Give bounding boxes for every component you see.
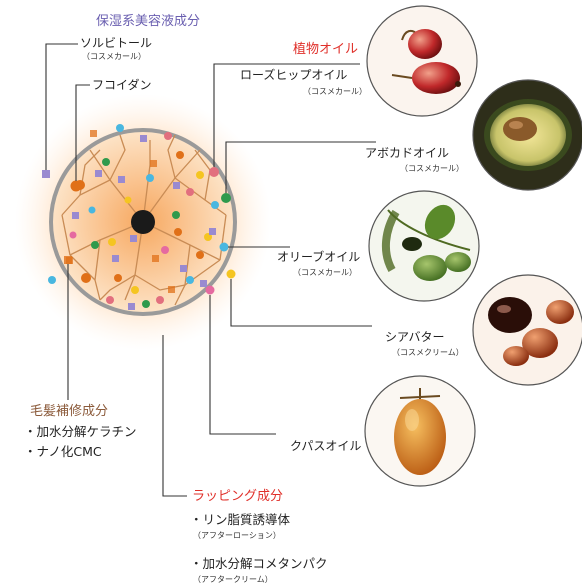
phospholipid-item: ・リン脂質誘導体: [190, 512, 291, 527]
cupuacu-label: クパスオイル: [290, 439, 362, 453]
hair-repair-heading: 毛髪補修成分: [30, 404, 109, 419]
cupuacu-photo: [364, 375, 476, 487]
sorbitol-marker: [42, 170, 50, 178]
rosehip-leader: [213, 63, 360, 167]
avocado-marker: [221, 193, 231, 203]
olive-photo: [368, 190, 480, 302]
fucoidan-label: フコイダン: [92, 78, 152, 92]
avocado-photo: [472, 79, 582, 191]
shea-leader: [230, 279, 372, 327]
avocado-note: （コスメカール）: [400, 164, 464, 173]
wrapping-leader: [162, 335, 187, 497]
nano-cmc-item: ・ナノ化CMC: [24, 444, 102, 459]
outer-particle: [48, 276, 56, 284]
wrapping-heading: ラッピング成分: [192, 489, 284, 504]
cupuacu-marker: [205, 285, 215, 295]
keratin-item: ・加水分解ケラチン: [24, 424, 137, 439]
fucoidan-leader: [75, 84, 90, 181]
rice-protein-note: （アフタークリーム）: [193, 575, 273, 584]
rice-protein-item: ・加水分解コメタンパク: [190, 556, 328, 571]
hair-cross-section: [15, 94, 271, 350]
olive-label: オリーブオイル: [277, 250, 361, 264]
ingredient-particles: [66, 124, 219, 310]
plant-oils-heading: 植物オイル: [293, 42, 359, 57]
phospholipid-note: （アフターローション）: [193, 531, 281, 540]
shea-marker: [226, 269, 236, 279]
shea-photo: [472, 274, 582, 386]
rosehip-marker: [209, 167, 219, 177]
olive-note: （コスメカール）: [293, 268, 357, 277]
shea-note: （コスメクリーム）: [392, 348, 464, 357]
rosehip-photo: [366, 5, 478, 117]
cupuacu-leader: [209, 295, 276, 435]
fucoidan-marker: [70, 180, 82, 192]
leader-lines: [45, 43, 376, 497]
medulla-core: [131, 210, 155, 234]
shea-label: シアバター: [385, 330, 445, 344]
moisturizing-heading: 保湿系美容液成分: [96, 14, 201, 29]
sorbitol-note: （コスメカール）: [82, 52, 146, 61]
sorbitol-label: ソルビトール: [80, 36, 153, 50]
avocado-label: アボカドオイル: [365, 146, 450, 160]
rosehip-note: （コスメカール）: [303, 87, 367, 96]
rosehip-label: ローズヒップオイル: [240, 68, 348, 82]
avocado-leader: [225, 141, 376, 193]
olive-marker: [219, 242, 229, 252]
sorbitol-leader: [45, 43, 78, 170]
keratin-marker: [64, 256, 72, 264]
